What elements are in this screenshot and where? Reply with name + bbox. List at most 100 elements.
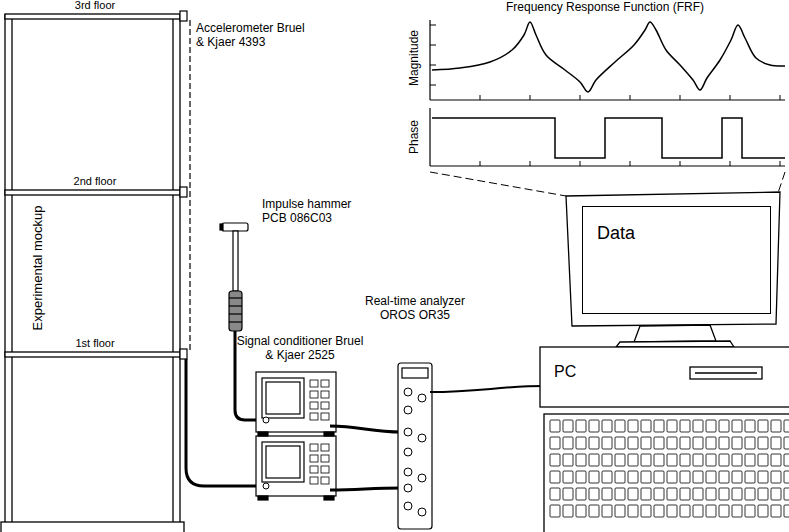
key	[745, 454, 755, 466]
key	[745, 471, 755, 483]
accelerometer	[180, 11, 187, 359]
cable	[330, 488, 402, 490]
key	[576, 420, 586, 432]
signal-conditioner	[266, 446, 300, 478]
pc-case	[540, 347, 789, 407]
impulse-hammer	[220, 224, 223, 230]
connector	[404, 468, 412, 476]
tick	[430, 65, 436, 66]
signal-conditioner	[258, 496, 268, 500]
monitor	[634, 325, 716, 342]
signal-conditioner	[256, 372, 336, 500]
key	[589, 488, 599, 500]
key	[628, 505, 638, 517]
key	[745, 420, 755, 432]
connector	[418, 394, 426, 402]
button	[321, 413, 329, 420]
floor-label: 3rd floor	[45, 0, 145, 12]
key	[563, 471, 573, 483]
key	[641, 420, 651, 432]
connector	[404, 406, 412, 414]
key	[550, 471, 560, 483]
mockup-frame	[172, 14, 173, 522]
tick	[780, 95, 781, 100]
zoom-line	[430, 172, 566, 196]
key	[680, 505, 690, 517]
accelerometer	[180, 349, 187, 359]
impulse-hammer	[229, 291, 242, 331]
connector	[404, 484, 412, 492]
tick	[580, 95, 581, 100]
key	[602, 454, 612, 466]
key	[719, 420, 729, 432]
key	[680, 420, 690, 432]
key	[771, 471, 781, 483]
node-label: PC	[554, 363, 789, 381]
tick	[630, 161, 631, 166]
phase-curve	[432, 118, 785, 158]
tick	[430, 85, 436, 86]
key	[602, 437, 612, 449]
key	[771, 488, 781, 500]
key	[758, 471, 768, 483]
button	[321, 477, 329, 484]
monitor	[616, 341, 734, 347]
accelerometer	[180, 11, 187, 21]
device-label: Signal conditioner Bruel & Kjaer 2525	[232, 334, 368, 363]
real-time-analyzer	[398, 363, 432, 529]
key	[563, 454, 573, 466]
frf-axes	[430, 165, 785, 166]
accelerometer-cable	[186, 359, 262, 486]
tick	[680, 161, 681, 166]
button	[310, 413, 318, 420]
key	[641, 488, 651, 500]
key	[615, 488, 625, 500]
key	[667, 488, 677, 500]
signal-conditioner	[256, 436, 336, 496]
key	[732, 437, 742, 449]
impulse-hammer	[229, 305, 242, 306]
mockup-frame	[5, 14, 180, 19]
key	[576, 454, 586, 466]
key	[576, 488, 586, 500]
connector	[404, 388, 412, 396]
key	[602, 471, 612, 483]
key	[758, 454, 768, 466]
mockup-frame	[4, 14, 5, 522]
key	[589, 420, 599, 432]
key	[563, 505, 573, 517]
mockup-frame	[1, 522, 184, 532]
key	[615, 505, 625, 517]
key	[667, 505, 677, 517]
key	[563, 437, 573, 449]
button	[321, 380, 329, 387]
button	[321, 391, 329, 398]
key	[641, 454, 651, 466]
hammer-label: Impulse hammer PCB 086C03	[262, 197, 358, 226]
button	[321, 466, 329, 473]
key	[680, 437, 690, 449]
tick	[430, 25, 436, 26]
key	[745, 488, 755, 500]
button	[310, 402, 318, 409]
signal-conditioner	[262, 378, 304, 418]
real-time-analyzer	[398, 363, 432, 529]
key	[667, 471, 677, 483]
key	[719, 471, 729, 483]
impulse-hammer	[229, 313, 242, 314]
frf-axes	[429, 20, 430, 100]
tick	[480, 161, 481, 166]
key	[680, 488, 690, 500]
key	[550, 505, 560, 517]
key	[602, 505, 612, 517]
impulse-hammer	[220, 223, 248, 331]
zoom-line	[778, 172, 785, 193]
key	[615, 420, 625, 432]
key	[693, 488, 703, 500]
button	[321, 402, 329, 409]
key	[628, 471, 638, 483]
key	[654, 454, 664, 466]
impulse-hammer	[229, 321, 242, 322]
key	[719, 488, 729, 500]
key	[706, 420, 716, 432]
